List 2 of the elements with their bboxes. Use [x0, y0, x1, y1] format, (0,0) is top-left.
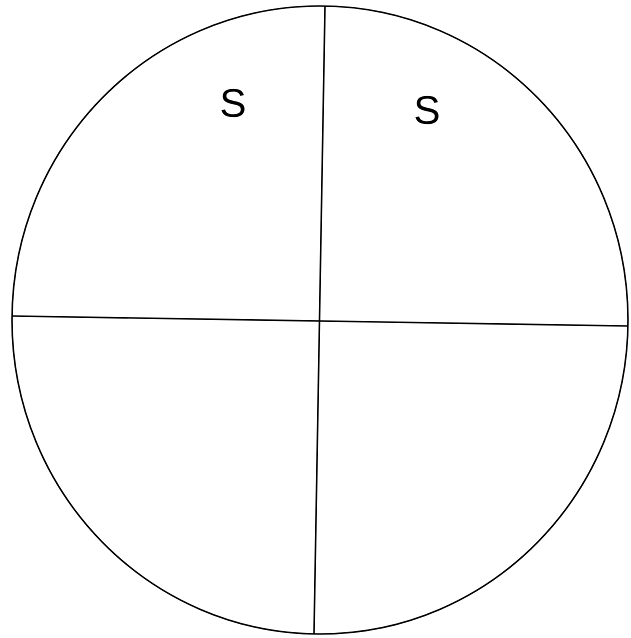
region-label: S — [415, 96, 438, 124]
region-label: S — [221, 88, 244, 118]
